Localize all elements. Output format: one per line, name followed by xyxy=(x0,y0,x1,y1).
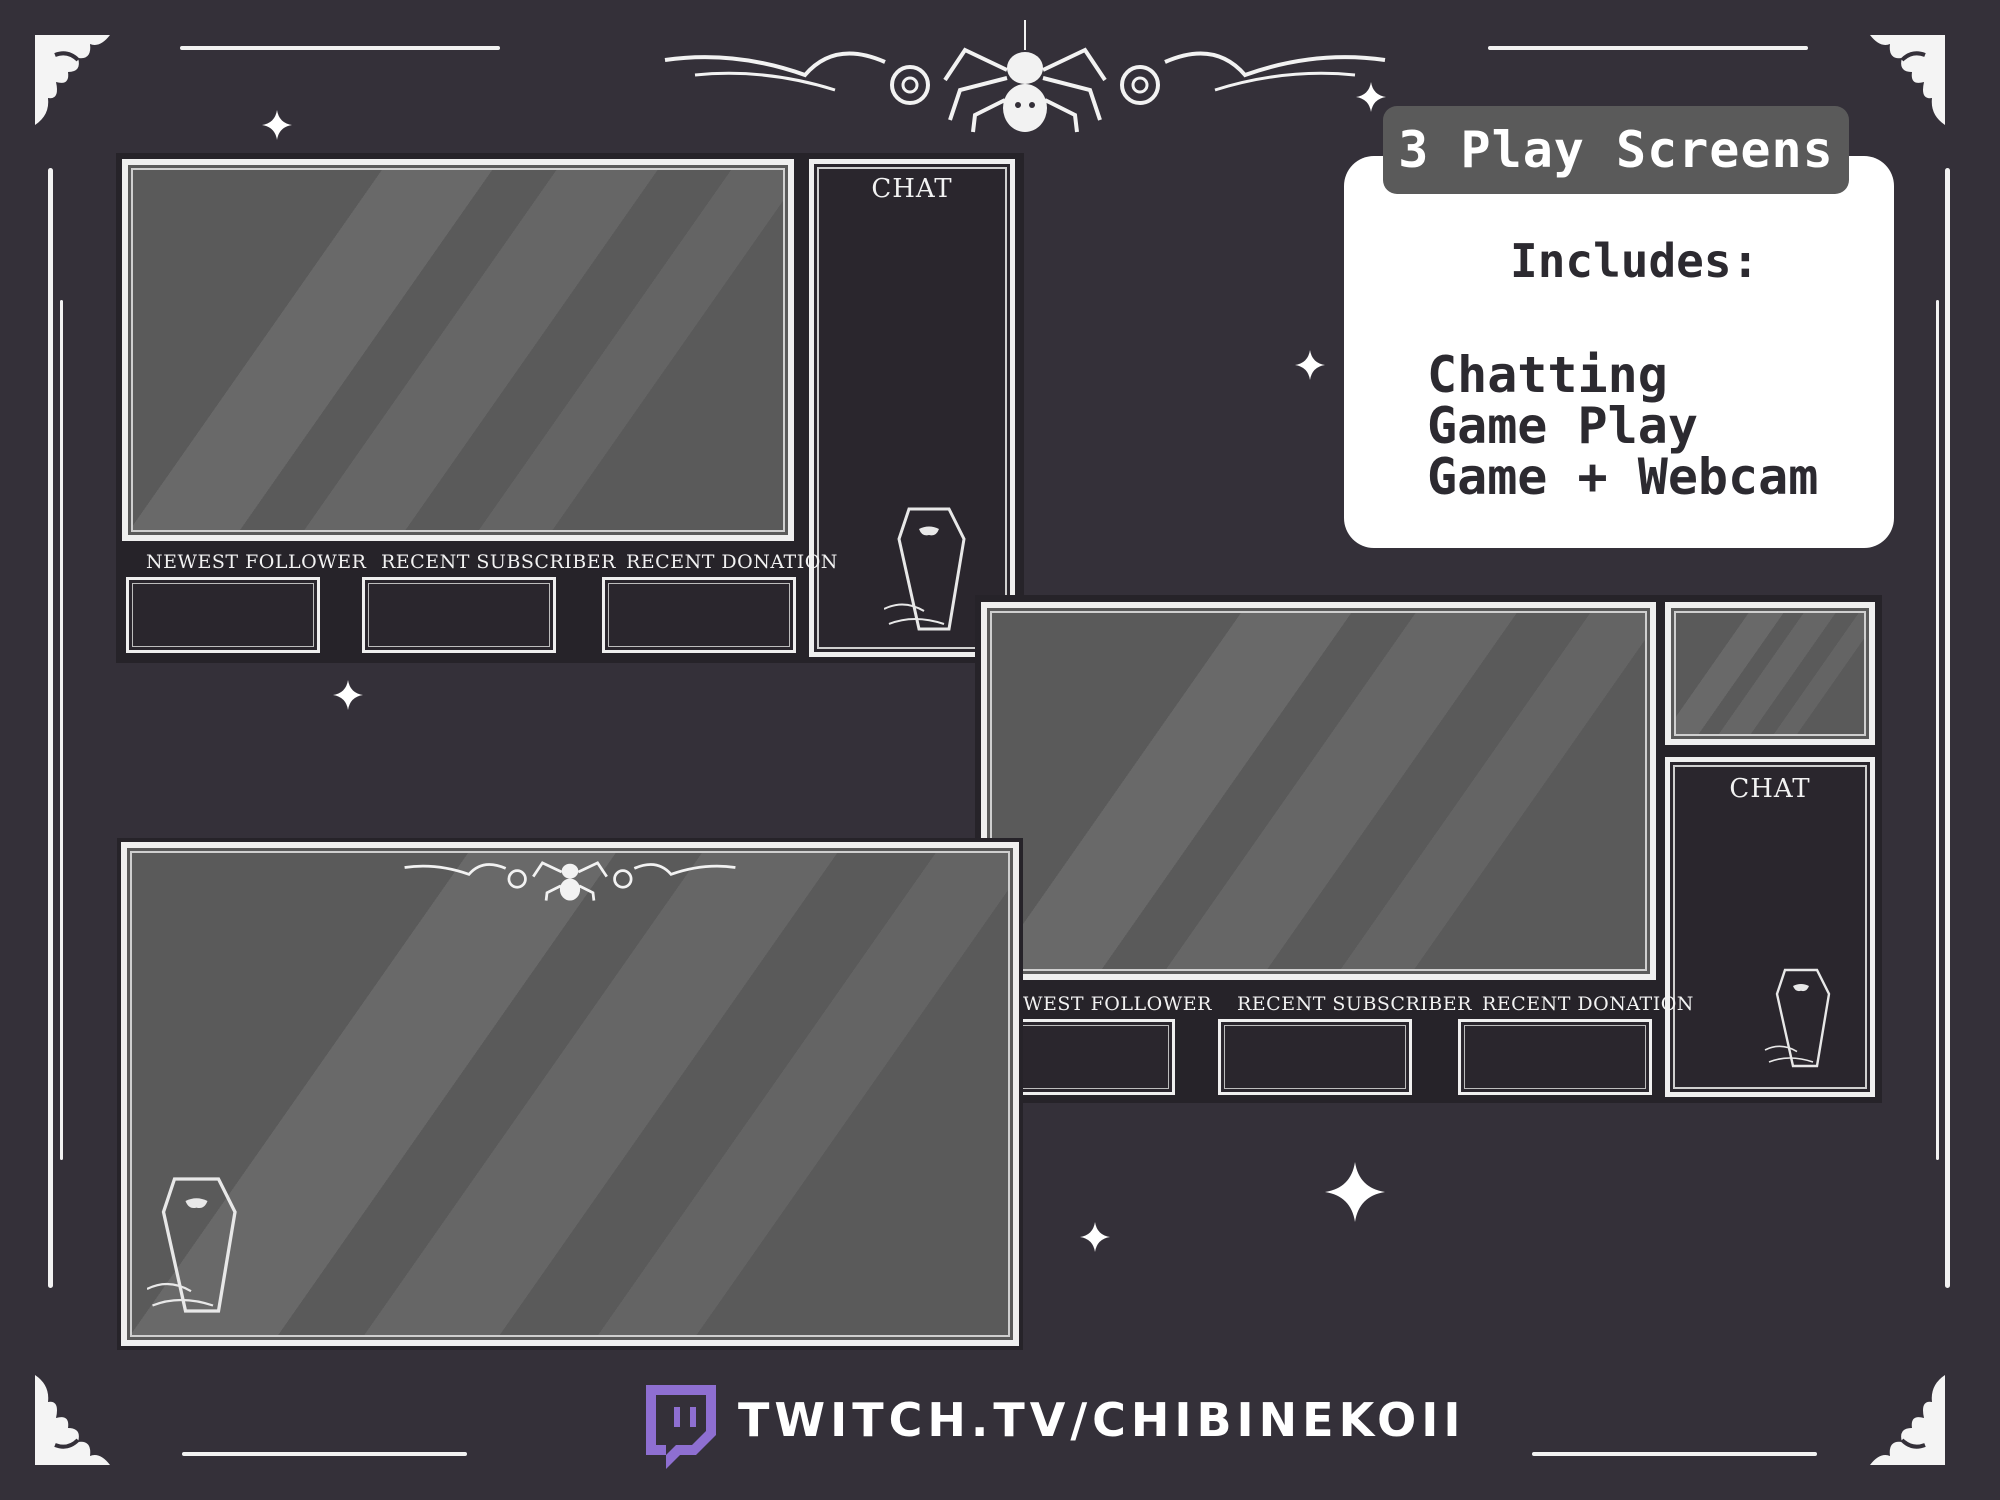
sparkle-icon xyxy=(1080,1222,1110,1252)
chat-title: CHAT xyxy=(1729,774,1811,804)
chat-title: CHAT xyxy=(871,174,953,204)
include-item-game-webcam: Game + Webcam xyxy=(1427,448,1819,506)
left-rail-inner xyxy=(60,300,63,1160)
chat-panel: CHAT xyxy=(809,159,1015,657)
recent-donation-box xyxy=(602,577,796,653)
top-right-rail xyxy=(1488,46,1808,50)
coffin-icon xyxy=(147,1177,237,1313)
bat-corner-icon xyxy=(35,1375,110,1465)
recent-subscriber-box xyxy=(1218,1019,1412,1095)
info-tab-title: 3 Play Screens xyxy=(1383,106,1849,194)
right-rail xyxy=(1945,168,1950,1288)
recent-donation-label: RECENT DONATION xyxy=(1482,993,1694,1015)
spider-icon xyxy=(664,20,1386,133)
newest-follower-label: WEST FOLLOWER xyxy=(1023,993,1212,1015)
newest-follower-label: NEWEST FOLLOWER xyxy=(146,551,367,573)
chat-panel: CHAT xyxy=(1665,757,1875,1097)
spider-icon xyxy=(404,861,736,901)
twitch-logo-icon xyxy=(646,1385,716,1469)
webcam-display xyxy=(1665,602,1875,745)
screen-chatting: CHAT NEWEST FOLLOWER RECENT SUBSCRIBER R… xyxy=(116,153,1024,663)
bottom-right-rail xyxy=(1532,1452,1817,1456)
right-rail-inner xyxy=(1936,300,1939,1160)
info-card: Includes: Chatting Game Play Game + Webc… xyxy=(1344,156,1894,548)
sparkle-icon xyxy=(1295,350,1325,380)
bat-corner-icon xyxy=(1870,1375,1945,1465)
main-display xyxy=(122,159,794,541)
game-display xyxy=(121,842,1019,1346)
recent-subscriber-label: RECENT SUBSCRIBER xyxy=(381,551,616,573)
sparkle-icon xyxy=(1356,82,1386,112)
includes-label: Includes: xyxy=(1510,234,1760,288)
recent-donation-label: RECENT DONATION xyxy=(626,551,838,573)
top-left-rail xyxy=(180,46,500,50)
include-item-game-play: Game Play xyxy=(1427,397,1698,455)
include-item-chatting: Chatting xyxy=(1427,346,1668,404)
screen-game-webcam: CHAT WEST FOLLOWER RECENT SUBSCRIBER REC… xyxy=(975,595,1882,1103)
sparkle-icon xyxy=(262,110,292,140)
newest-follower-box xyxy=(126,577,320,653)
bottom-left-rail xyxy=(182,1452,467,1456)
screen-game-play xyxy=(117,838,1023,1350)
bat-corner-icon xyxy=(1870,35,1945,125)
sparkle-icon xyxy=(1325,1162,1385,1222)
recent-donation-box xyxy=(1458,1019,1652,1095)
coffin-icon xyxy=(1764,968,1831,1068)
newest-follower-box xyxy=(1015,1019,1175,1095)
recent-subscriber-box xyxy=(362,577,556,653)
left-rail xyxy=(48,168,53,1288)
recent-subscriber-label: RECENT SUBSCRIBER xyxy=(1237,993,1472,1015)
sparkle-icon xyxy=(333,680,363,710)
twitch-url[interactable]: TWITCH.TV/CHIBINEKOII xyxy=(738,1393,1466,1447)
bat-corner-icon xyxy=(35,35,110,125)
coffin-icon xyxy=(884,507,966,631)
game-display xyxy=(981,602,1656,980)
